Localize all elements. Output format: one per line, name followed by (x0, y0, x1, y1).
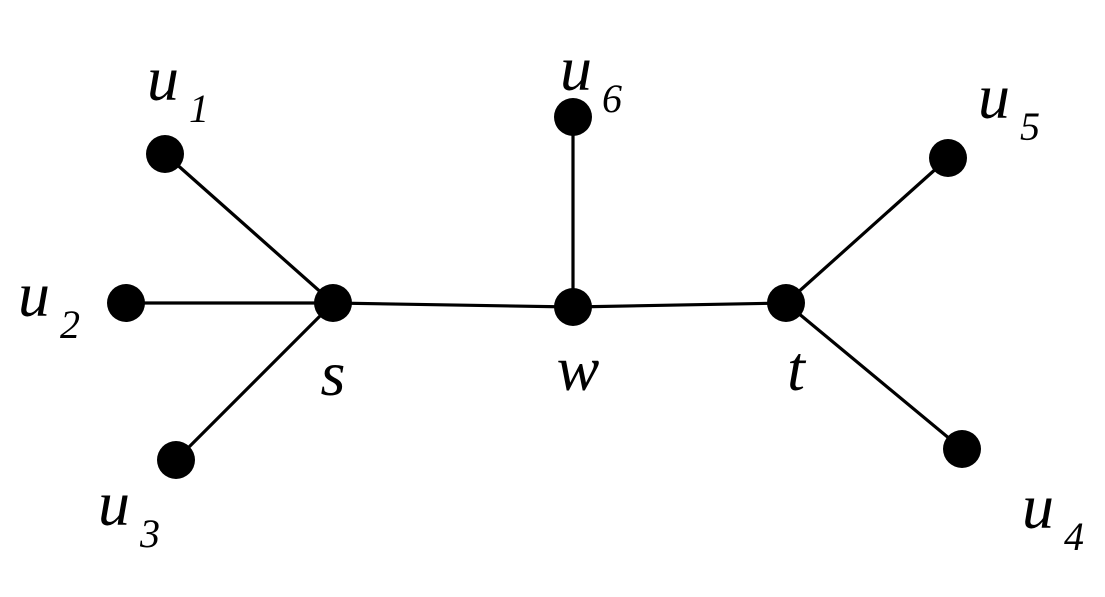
node-label-s: s (321, 338, 346, 409)
node-u5 (929, 139, 967, 177)
edge-t-u5 (784, 156, 950, 305)
edge-w-t (571, 301, 788, 309)
node-label-subscript-u5: 5 (1020, 104, 1040, 149)
node-label-w: w (557, 333, 600, 404)
node-t (767, 284, 805, 322)
node-label-main-s: s (321, 338, 346, 409)
edge-t-u4 (784, 301, 964, 451)
edge-u1-s (163, 152, 335, 305)
node-u3 (157, 441, 195, 479)
edge-u3-s (174, 301, 335, 462)
nodes-layer (107, 98, 981, 479)
node-label-main-w: w (557, 333, 600, 404)
node-label-subscript-u6: 6 (602, 76, 622, 121)
node-label-subscript-u4: 4 (1064, 514, 1084, 559)
node-label-t: t (787, 333, 807, 404)
edge-s-w (331, 301, 575, 309)
node-u2 (107, 284, 145, 322)
node-u1 (146, 135, 184, 173)
node-label-main-t: t (787, 333, 807, 404)
edges-layer (124, 115, 964, 462)
node-label-subscript-u3: 3 (139, 511, 160, 556)
node-label-main-u4: u (1022, 471, 1054, 542)
node-label-main-u1: u (147, 43, 179, 114)
node-label-subscript-u2: 2 (60, 302, 80, 347)
node-label-main-u5: u (978, 61, 1010, 132)
node-label-subscript-u1: 1 (189, 86, 209, 131)
node-u4 (943, 430, 981, 468)
node-label-main-u3: u (98, 468, 130, 539)
node-label-main-u6: u (560, 33, 592, 104)
node-u6 (554, 98, 592, 136)
node-s (314, 284, 352, 322)
node-label-main-u2: u (18, 259, 50, 330)
node-w (554, 288, 592, 326)
